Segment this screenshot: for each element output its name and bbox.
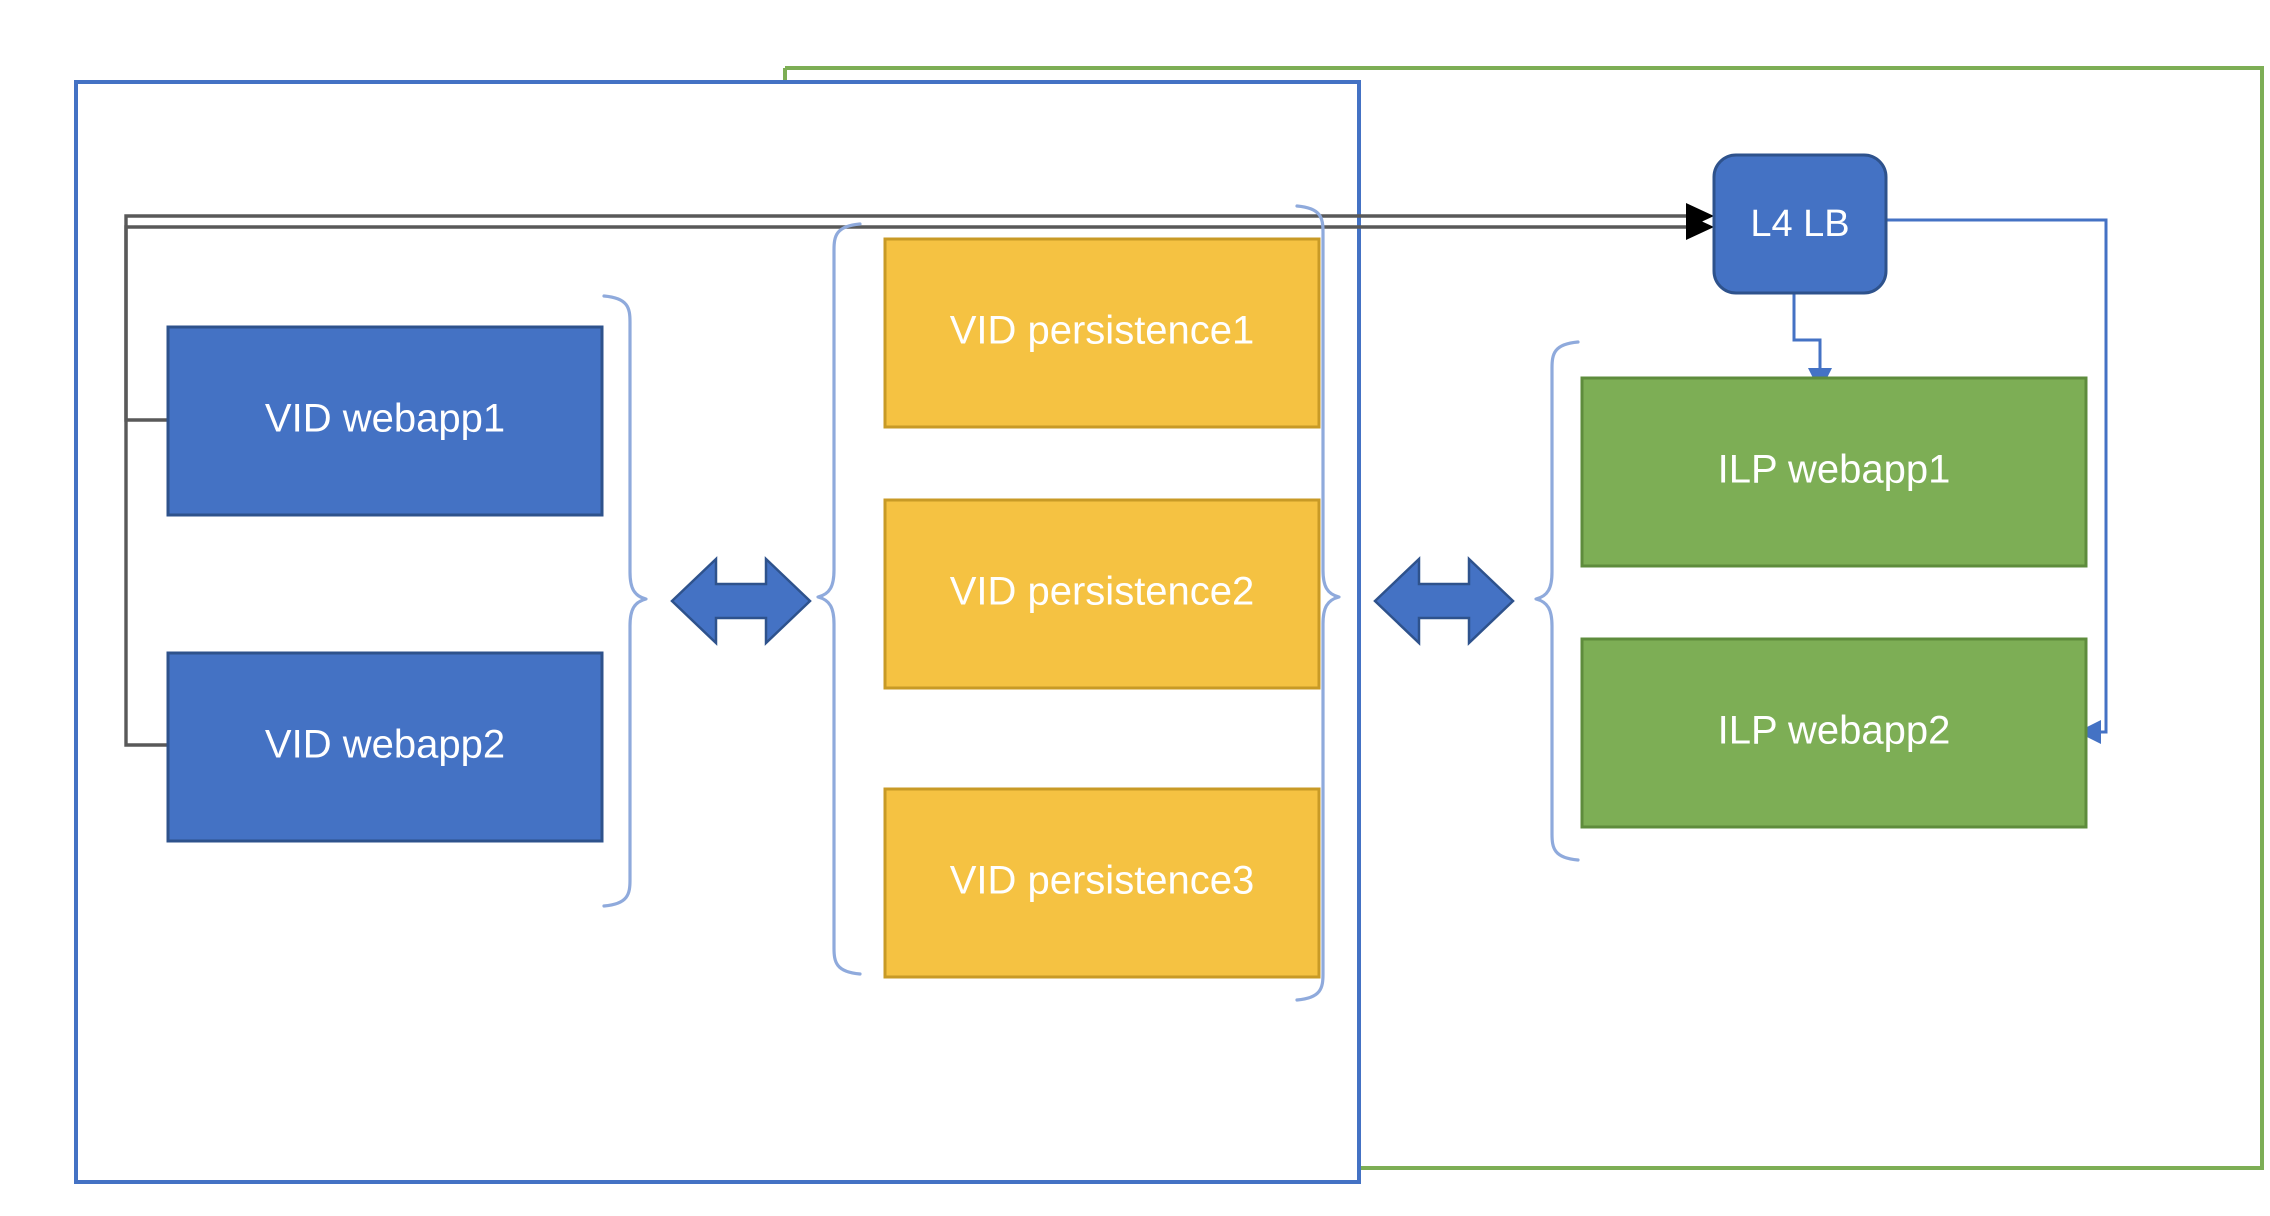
arrowhead-webapp2-to-l4lb (1686, 214, 1714, 240)
node-l4-lb[interactable]: L4 LB (1712, 153, 1888, 295)
arrowhead-l4lb-to-ilp-webapp2 (2077, 720, 2101, 744)
node-ilp-webapp1[interactable]: ILP webapp1 (1580, 376, 2088, 568)
vid-zone-container (74, 80, 1361, 1184)
connector-l4lb-to-ilp-webapp2 (1880, 218, 2108, 734)
node-vid-persistence1[interactable]: VID persistence1 (883, 237, 1321, 429)
vid-persistence2-rect[interactable] (883, 498, 1321, 690)
ilp-webapp1-rect[interactable] (1580, 376, 2088, 568)
ilp-zone-container (785, 66, 2264, 1170)
node-vid-webapp2[interactable]: VID webapp2 (166, 651, 604, 843)
vid-persistence-right-brace (1295, 204, 1341, 1002)
connector-webapp2-to-l4lb (124, 225, 1686, 747)
bidirectional-arrow-persistence-ilp (1373, 556, 1515, 646)
bidirectional-arrow-webapps-persistence (670, 556, 812, 646)
vid-webapp2-rect[interactable] (166, 651, 604, 843)
ilp-webapp-group-brace (1534, 340, 1580, 862)
connector-l4lb-to-ilp-webapp1 (1792, 290, 1822, 370)
node-ilp-webapp2[interactable]: ILP webapp2 (1580, 637, 2088, 829)
l4-lb-rect[interactable] (1712, 153, 1888, 295)
vid-webapp1-rect[interactable] (166, 325, 604, 517)
ilp-webapp2-rect[interactable] (1580, 637, 2088, 829)
node-vid-persistence3[interactable]: VID persistence3 (883, 787, 1321, 979)
vid-webapp-group-brace (602, 294, 648, 908)
vid-persistence-left-brace (816, 222, 862, 976)
vid-persistence1-rect[interactable] (883, 237, 1321, 429)
node-vid-webapp1[interactable]: VID webapp1 (166, 325, 604, 517)
node-vid-persistence2[interactable]: VID persistence2 (883, 498, 1321, 690)
vid-persistence3-rect[interactable] (883, 787, 1321, 979)
